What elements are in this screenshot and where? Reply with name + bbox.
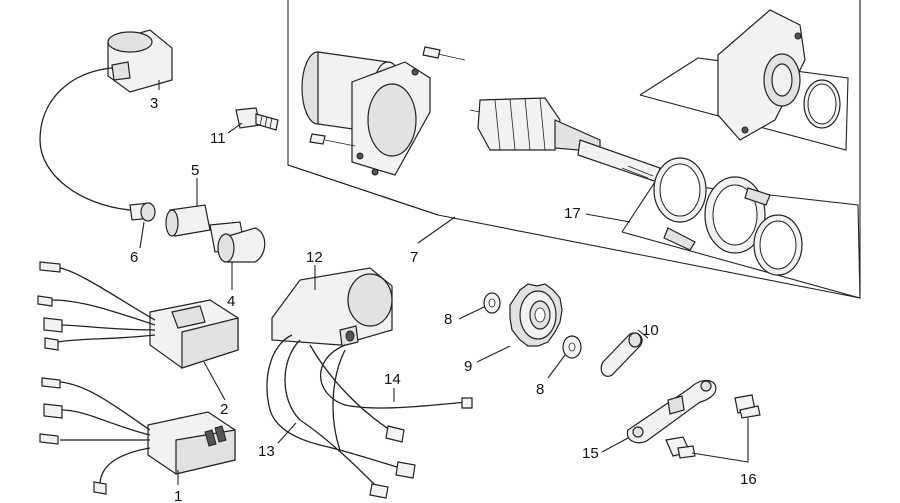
callout-4: 4 [227,293,235,310]
starter-end-cover [717,9,841,141]
callout-8-top: 8 [444,311,452,328]
starter-relay [271,267,393,347]
wire-harness [266,334,416,499]
starter-gear [509,283,563,347]
starter-motor-housing [301,51,431,176]
callout-5: 5 [191,162,199,179]
lever-11 [626,379,717,444]
callout-1: 1 [174,488,182,503]
callout-12: 16 [740,471,757,488]
callout-16: 14 [384,371,401,388]
bolt-12-top [734,394,761,419]
suppressor-cap [217,227,266,263]
callout-7: 7 [410,249,418,266]
starter-armature [469,97,661,183]
plug-connector [140,202,156,222]
ignition-coil [39,29,173,221]
screw-13 [235,107,279,131]
callout-6: 6 [130,249,138,266]
bolt-12-bottom [665,436,696,459]
callout-15: 13 [258,443,275,460]
callout-2: 2 [220,401,228,418]
callout-10: 10 [642,322,659,339]
callout-17: 17 [564,205,581,222]
callout-3: 3 [150,95,158,112]
washer-8-top [483,292,501,314]
pin-10 [600,332,643,377]
cdi-unit [37,261,239,369]
housing-screw-top [422,46,466,61]
cable-16 [320,344,473,409]
housing-screw-bottom [309,133,356,147]
callout-13: 11 [210,130,226,147]
callout-11: 15 [582,445,599,462]
washer-8-bottom [562,335,582,359]
callout-9: 9 [464,358,472,375]
starter-assembly-frame [287,0,861,299]
brush-holder-set [653,157,803,276]
callout-14: 12 [306,249,323,266]
callout-8-bottom: 8 [536,381,544,398]
callout-labels: 3 11 5 6 4 2 1 7 12 13 14 8 9 8 10 15 16… [130,95,757,503]
voltage-regulator [39,377,236,495]
leader-lines [139,80,749,485]
